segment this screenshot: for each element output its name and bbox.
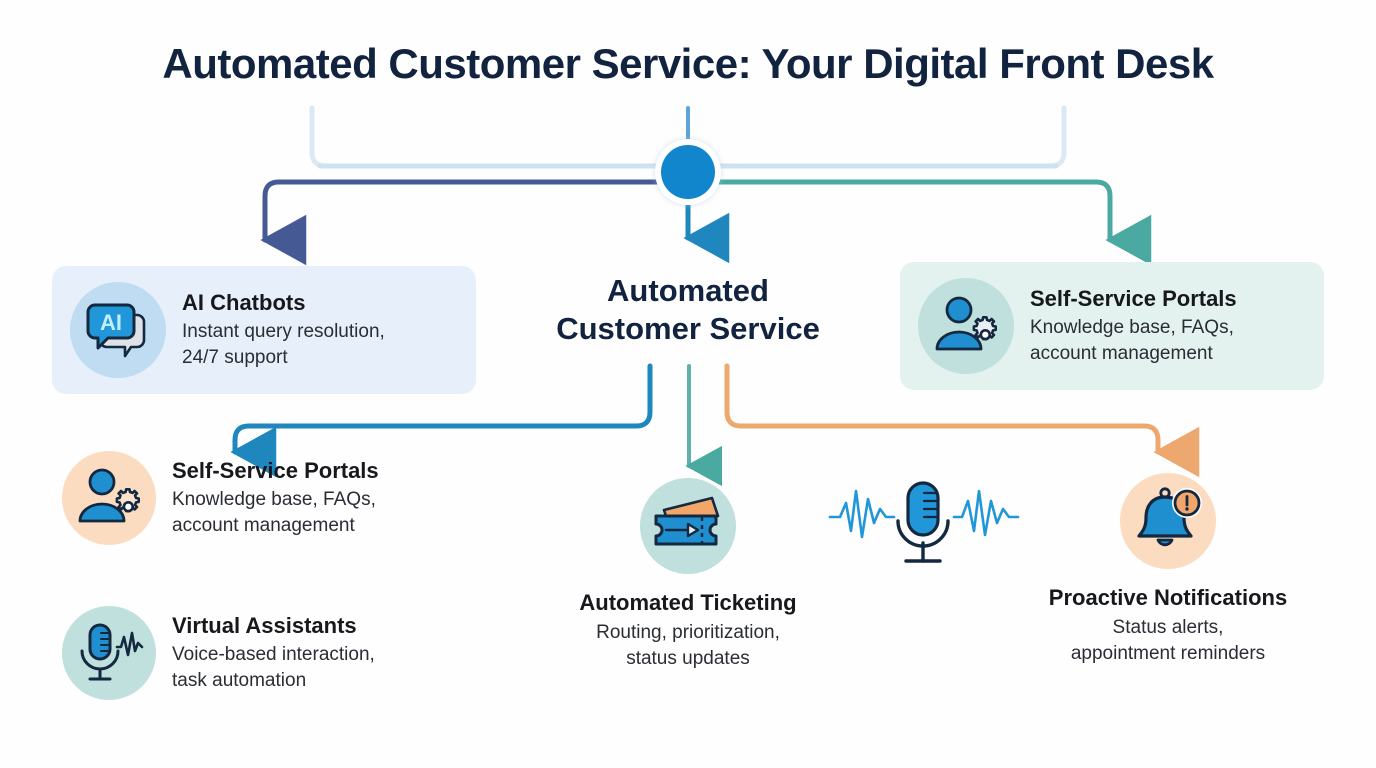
item-title: Automated Ticketing — [579, 590, 797, 615]
microphone-waveform-decoration — [826, 473, 1022, 577]
item-title: Self-Service Portals — [172, 457, 379, 483]
card-ai-chatbots[interactable]: AI AI Chatbots Instant query resolution,… — [52, 266, 476, 394]
item-title: Proactive Notifications — [1048, 585, 1288, 610]
microphone-waveform-icon — [62, 606, 156, 700]
user-gear-icon — [918, 278, 1014, 374]
bell-alert-icon — [1120, 473, 1216, 569]
page-title: Automated Customer Service: Your Digital… — [162, 40, 1214, 87]
card-text-group: Self-Service Portals Knowledge base, FAQ… — [1030, 286, 1237, 367]
user-gear-icon — [62, 451, 156, 545]
item-automated-ticketing[interactable]: Automated Ticketing Routing, prioritizat… — [512, 478, 864, 671]
item-proactive-notifications[interactable]: Proactive Notifications Status alerts, a… — [992, 473, 1344, 666]
connector-hub-to-left-card — [260, 179, 673, 266]
card-description: Knowledge base, FAQs, account management — [1030, 317, 1234, 364]
item-description: Routing, prioritization, status updates — [596, 622, 780, 669]
card-title: AI Chatbots — [182, 289, 306, 315]
card-text-group: AI Chatbots Instant query resolution, 24… — [182, 290, 385, 371]
item-self-service-portals-left[interactable]: Self-Service Portals Knowledge base, FAQ… — [62, 451, 379, 545]
item-description: Status alerts, appointment reminders — [1070, 617, 1266, 664]
item-text-group: Virtual Assistants Voice-based interacti… — [172, 613, 375, 694]
central-hub-node[interactable] — [655, 139, 721, 205]
card-title: Self-Service Portals — [1030, 285, 1237, 311]
item-description: Knowledge base, FAQs, account management — [172, 489, 376, 536]
item-description: Voice-based interaction, task automation — [172, 644, 375, 691]
ai-chat-bubble-icon: AI — [70, 282, 166, 378]
connector-hub-to-right-card — [703, 179, 1152, 266]
card-description: Instant query resolution, 24/7 support — [182, 321, 385, 368]
item-virtual-assistants[interactable]: Virtual Assistants Voice-based interacti… — [62, 606, 375, 700]
ticket-arrow-icon — [640, 478, 736, 574]
item-title: Virtual Assistants — [172, 612, 357, 638]
hub-dot — [661, 145, 715, 199]
center-label: Automated Customer Service — [556, 273, 820, 346]
item-text-group: Self-Service Portals Knowledge base, FAQ… — [172, 458, 379, 539]
svg-text:AI: AI — [100, 310, 122, 335]
card-self-service-portals-right[interactable]: Self-Service Portals Knowledge base, FAQ… — [900, 262, 1324, 390]
